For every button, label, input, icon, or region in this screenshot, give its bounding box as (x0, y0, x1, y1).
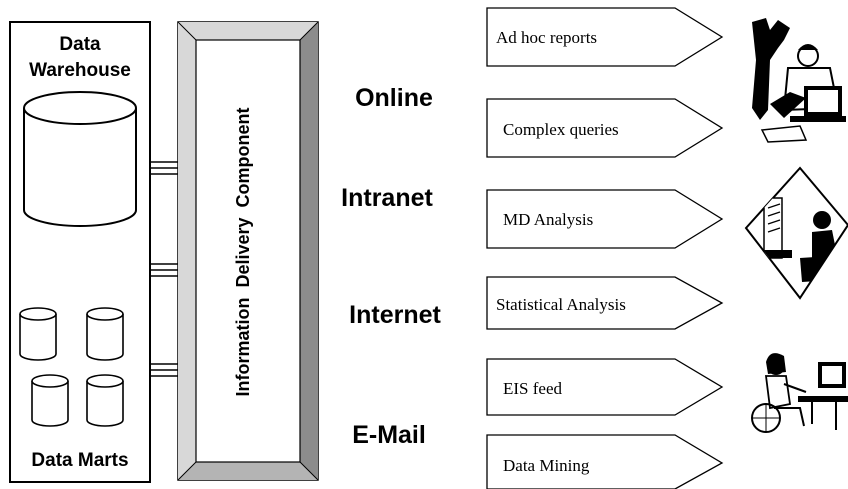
warehouse-title-line2: Warehouse (29, 60, 131, 81)
data-mart-cylinder-icon (31, 374, 69, 427)
data-mart-cylinder-icon (86, 307, 124, 361)
channel-internet-label: Internet (349, 301, 441, 329)
svg-text:Statistical Analysis: Statistical Analysis (496, 295, 626, 314)
output-md-analysis: MD Analysis (486, 189, 724, 249)
pipe-connector (150, 363, 178, 377)
svg-text:Complex queries: Complex queries (503, 120, 619, 139)
pipe-connector (150, 263, 178, 277)
output-data-mining: Data Mining (486, 434, 724, 489)
analyst-at-workstation-icon (744, 166, 848, 300)
data-warehouse-panel: Data Warehouse Data Marts (9, 21, 151, 483)
output-complex-queries: Complex queries (486, 98, 724, 158)
svg-text:MD Analysis: MD Analysis (503, 210, 593, 229)
data-mart-cylinder-icon (19, 307, 57, 361)
information-delivery-component: Information Delivery Component (177, 21, 319, 481)
svg-text:Ad hoc reports: Ad hoc reports (496, 28, 597, 47)
output-statistical-analysis: Statistical Analysis (486, 276, 724, 330)
channel-email-label: E-Mail (352, 421, 426, 449)
svg-text:EIS feed: EIS feed (503, 379, 563, 398)
output-ad-hoc-reports: Ad hoc reports (486, 7, 724, 67)
svg-text:Data Mining: Data Mining (503, 456, 590, 475)
warehouse-database-icon (23, 91, 137, 227)
component-label: Information Delivery Component (233, 107, 253, 396)
data-mart-cylinder-icon (86, 374, 124, 427)
output-eis-feed: EIS feed (486, 358, 724, 416)
analyst-at-computer-icon (752, 18, 846, 143)
warehouse-title-line1: Data (59, 34, 101, 55)
data-marts-label: Data Marts (31, 450, 128, 471)
pipe-connector (150, 161, 178, 175)
channel-intranet-label: Intranet (341, 184, 433, 212)
channel-online-label: Online (355, 84, 433, 112)
user-in-wheelchair-at-computer-icon (751, 353, 848, 433)
